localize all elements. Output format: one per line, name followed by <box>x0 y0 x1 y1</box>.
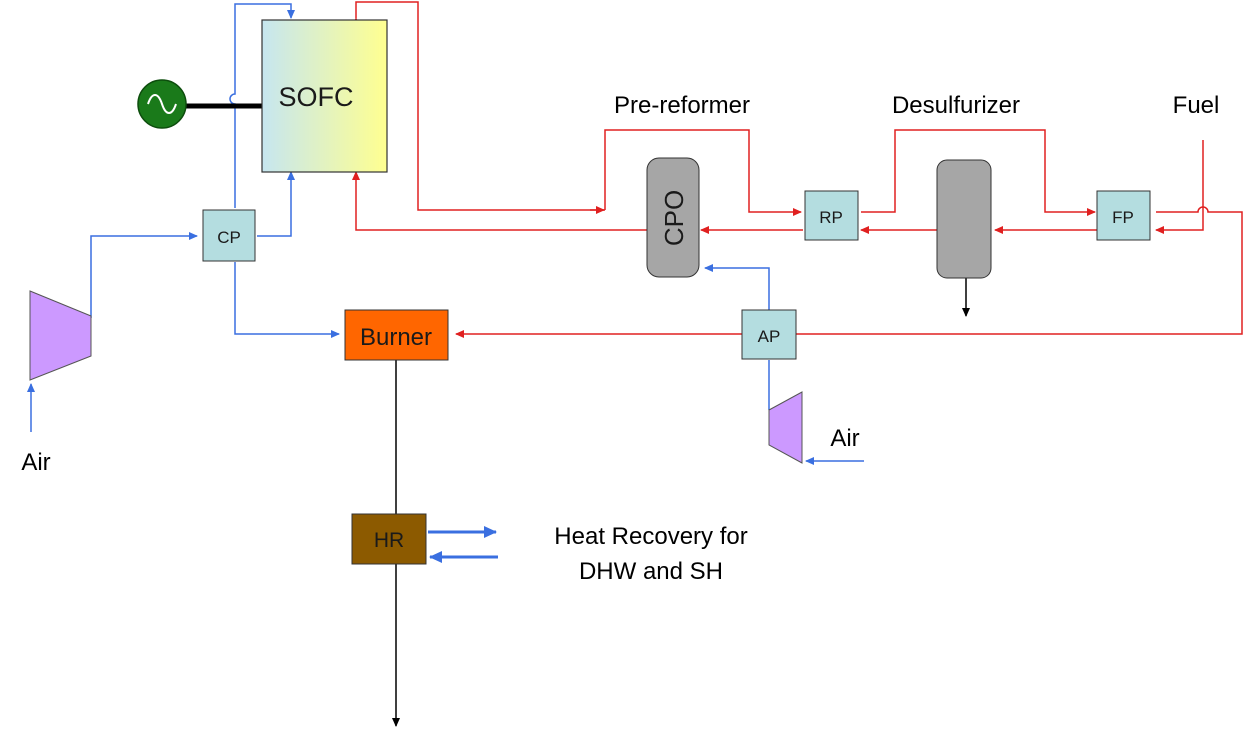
reformer-preheater-rp: RP <box>804 190 859 241</box>
burner: Burner <box>344 309 449 361</box>
desulfurizer-loop-line <box>861 129 1096 216</box>
pre-reformer-loop-line <box>604 129 802 216</box>
fp-to-burner-line <box>455 206 1243 338</box>
rp-label: RP <box>819 208 843 227</box>
hr-label: HR <box>374 529 404 552</box>
cp-to-sofc-line <box>257 171 295 237</box>
desulfurizer-label: Desulfurizer <box>892 92 1020 119</box>
heat-recovery-label-line2: DHW and SH <box>579 558 723 585</box>
pre-reformer-label: Pre-reformer <box>614 92 750 119</box>
fp-label: FP <box>1112 208 1134 227</box>
exhaust-streams <box>392 278 970 727</box>
ac-sine-icon <box>147 94 177 114</box>
generator <box>137 79 187 129</box>
sofc-label: SOFC <box>278 82 353 112</box>
compressor-to-cp-line <box>90 232 198 318</box>
air-left-label: Air <box>21 449 50 476</box>
ap-to-cpo-line <box>704 264 770 310</box>
air-streams <box>27 3 864 465</box>
air-compressor-right <box>768 391 803 464</box>
cp-to-burner-line <box>234 262 340 338</box>
ap-label: AP <box>758 327 781 346</box>
air-preheater-ap: AP <box>741 309 797 360</box>
heat-recovery-arrows <box>428 526 498 563</box>
fuel-label: Fuel <box>1173 92 1220 119</box>
air-right-label: Air <box>830 425 859 452</box>
cpo-reactor: CPO <box>646 157 700 278</box>
air-compressor-left <box>29 290 92 381</box>
cpo-label: CPO <box>659 190 689 246</box>
heat-recovery-label-line1: Heat Recovery for <box>554 523 747 550</box>
heat-recovery-hr: HR <box>351 513 427 565</box>
cpo-to-sofc-line <box>352 171 647 231</box>
burner-label: Burner <box>360 324 432 351</box>
fuel-preheater-fp: FP <box>1096 190 1151 241</box>
fuel-inlet-line <box>1155 140 1204 234</box>
sofc-stack: SOFC <box>261 19 388 173</box>
desulfurizer-vessel <box>936 159 992 279</box>
cp-label: CP <box>217 228 241 247</box>
fuel-streams <box>352 1 1243 338</box>
sofc-to-cpo-recycle-line <box>352 1 605 211</box>
cathode-preheater-cp: CP <box>202 209 256 262</box>
